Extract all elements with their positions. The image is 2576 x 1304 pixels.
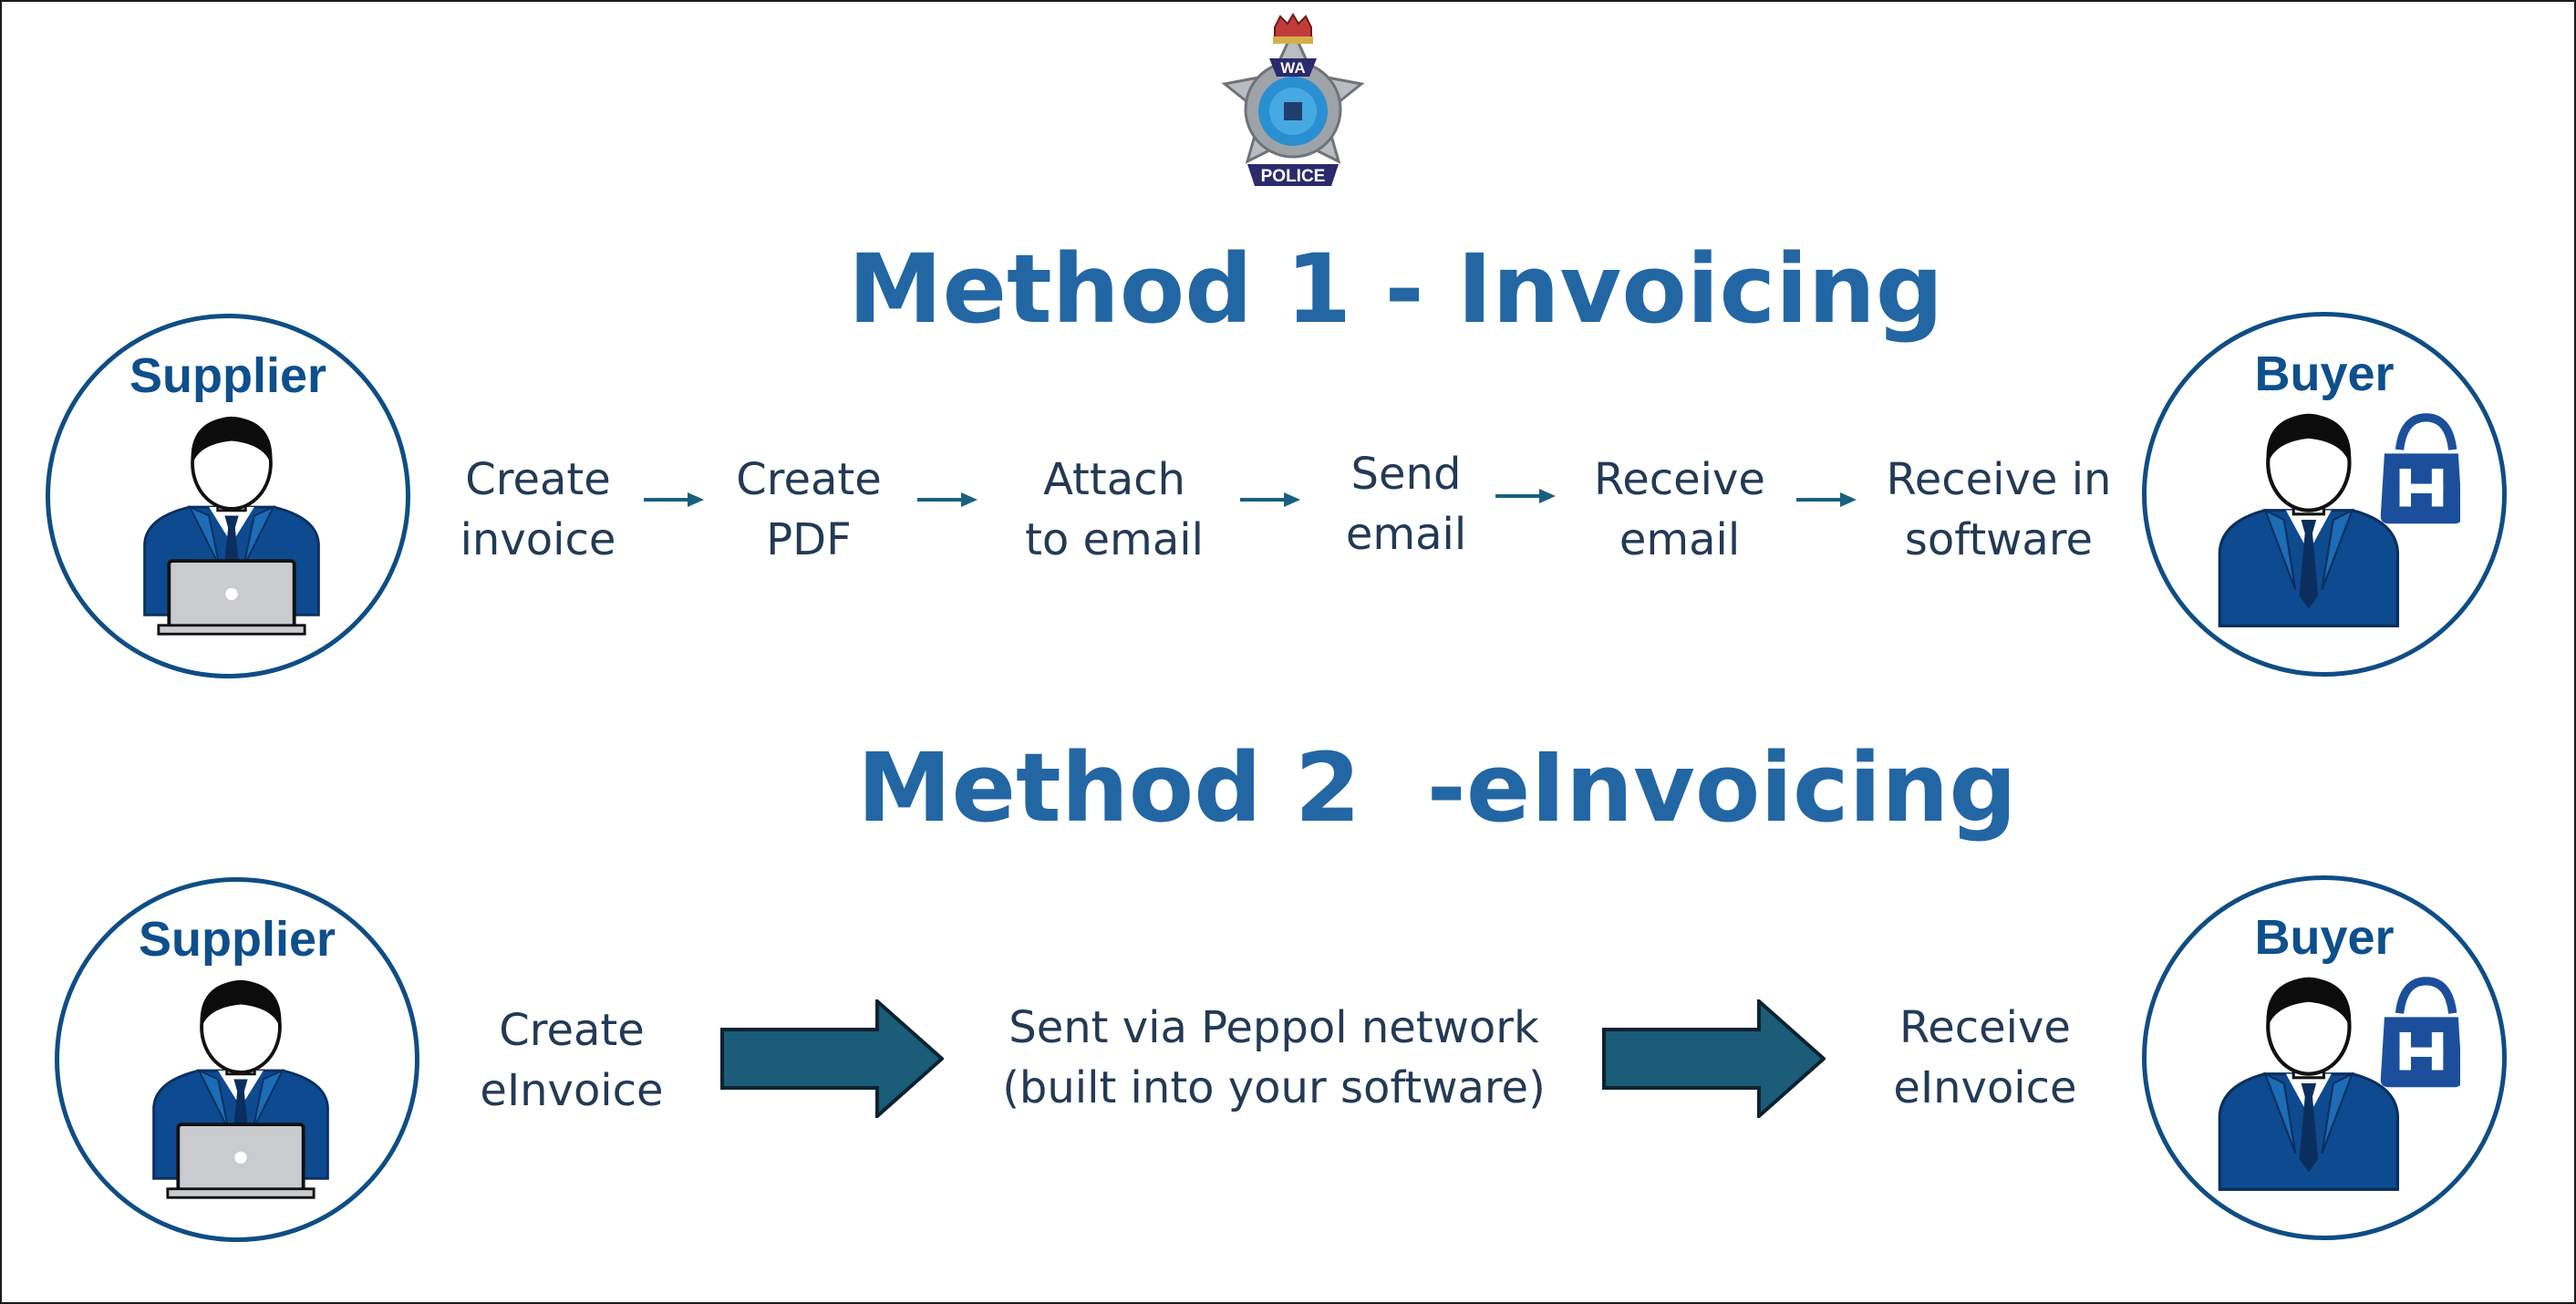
buyer-person-shopping-bag-icon — [2214, 973, 2460, 1192]
small-arrow-right-icon — [1240, 489, 1300, 511]
supplier-person-laptop-icon — [145, 977, 336, 1203]
logo-bottom-text: POLICE — [1261, 167, 1326, 186]
wa-police-crest-logo: WA POLICE — [1221, 13, 1365, 186]
method2-title: Method 2 -eInvoicing — [857, 732, 2017, 843]
method2-step-1: Create eInvoice — [480, 1005, 664, 1116]
method1-step-3: Attach to email — [1025, 454, 1204, 565]
method1-supplier-label: Supplier — [129, 348, 327, 403]
method2-supplier-circle: Supplier — [55, 877, 419, 1242]
method2-buyer-circle: Buyer — [2142, 875, 2507, 1240]
method2-step-2: Sent via Peppol network (built into your… — [1002, 1002, 1546, 1113]
method1-step-2: Create PDF — [736, 454, 882, 565]
method2-supplier-label: Supplier — [138, 912, 336, 967]
small-arrow-right-icon — [1796, 489, 1857, 511]
logo-top-text: WA — [1280, 59, 1305, 77]
method2-buyer-label: Buyer — [2254, 910, 2395, 965]
method2-step-3: Receive eInvoice — [1893, 1002, 2077, 1113]
method1-buyer-label: Buyer — [2254, 347, 2395, 401]
small-arrow-right-icon — [644, 489, 704, 511]
method1-buyer-circle: Buyer — [2142, 312, 2507, 677]
method1-step-1: Create invoice — [460, 454, 616, 565]
method1-step-6: Receive in software — [1886, 454, 2112, 565]
supplier-person-laptop-icon — [136, 413, 327, 639]
method1-title: Method 1 - Invoicing — [848, 233, 1944, 345]
method1-step-4: Send email — [1345, 449, 1467, 560]
big-block-arrow-right-icon — [1602, 999, 1826, 1118]
small-arrow-right-icon — [917, 489, 978, 511]
method1-supplier-circle: Supplier — [46, 314, 410, 678]
big-block-arrow-right-icon — [720, 999, 944, 1118]
method1-step-5: Receive email — [1594, 454, 1765, 565]
small-arrow-right-icon — [1495, 485, 1556, 507]
buyer-person-shopping-bag-icon — [2214, 409, 2460, 628]
